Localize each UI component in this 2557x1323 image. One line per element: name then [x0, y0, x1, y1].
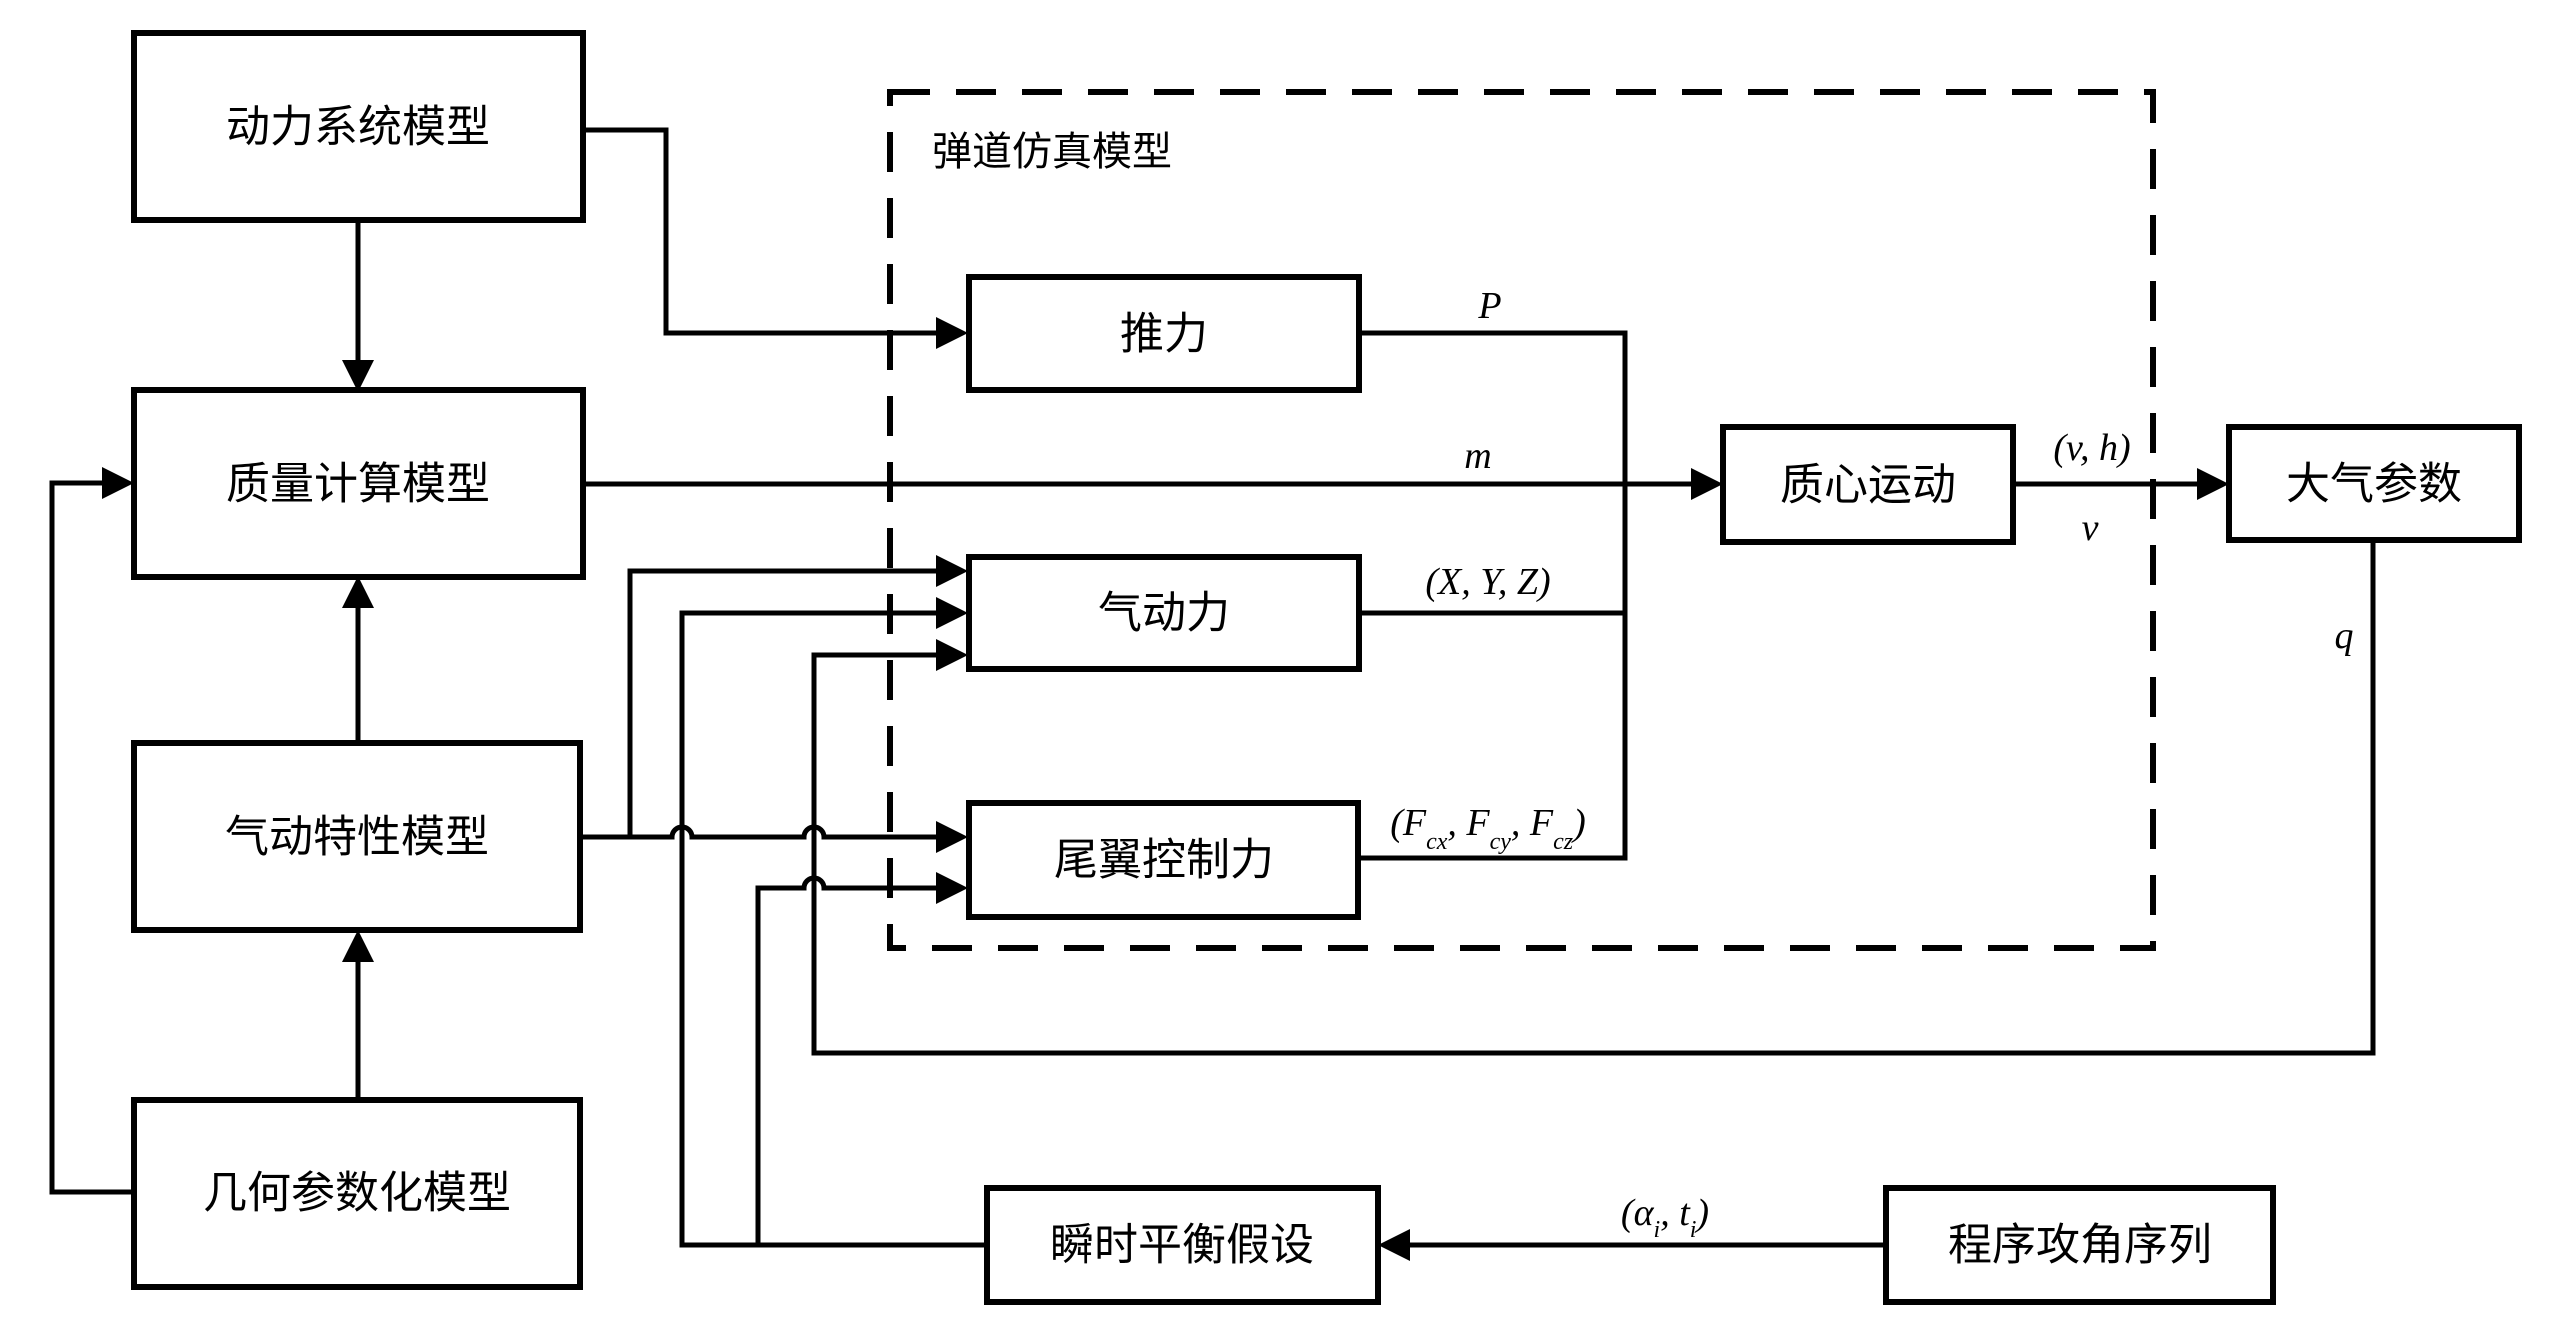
signal-q-label: q [2335, 615, 2354, 657]
arrowhead-icon [936, 639, 968, 671]
edge-aero-char-to-tail [580, 824, 940, 840]
arrowhead-icon [1691, 468, 1723, 500]
box-tail-control[interactable]: 尾翼控制力 [966, 800, 1361, 920]
box-atmosphere[interactable]: 大气参数 [2226, 424, 2522, 543]
box-label: 动力系统模型 [226, 102, 490, 153]
edge-power-to-thrust [583, 127, 940, 336]
ballistic-sim-group-title: 弹道仿真模型 [932, 129, 1172, 175]
arrowhead-icon [342, 360, 374, 392]
box-thrust[interactable]: 推力 [966, 274, 1362, 393]
arrowhead-icon [936, 555, 968, 587]
box-cm-motion[interactable]: 质心运动 [1720, 424, 2016, 545]
box-label: 质量计算模型 [226, 459, 490, 510]
connectors [49, 127, 2376, 1261]
box-label: 大气参数 [2286, 459, 2462, 510]
box-label: 程序攻角序列 [1948, 1220, 2212, 1271]
edge-balance-to-tail [755, 875, 940, 1245]
arrowhead-icon [936, 317, 968, 349]
box-aero-force[interactable]: 气动力 [966, 554, 1362, 672]
box-label: 气动力 [1098, 588, 1230, 639]
arrowhead-icon [102, 467, 134, 499]
box-power-system[interactable]: 动力系统模型 [131, 30, 586, 223]
signal-mass-label: m [1464, 435, 1491, 477]
box-label: 瞬时平衡假设 [1050, 1220, 1314, 1271]
box-label: 质心运动 [1780, 460, 1956, 511]
box-geometry[interactable]: 几何参数化模型 [131, 1097, 583, 1290]
arrowhead-icon [936, 597, 968, 629]
arrowhead-icon [2197, 468, 2229, 500]
arrowhead-icon [936, 821, 968, 853]
signal-alpha-t-label: (αi, ti) [1621, 1192, 1709, 1243]
signal-vh-label: (v, h) [2053, 427, 2130, 469]
box-mass-calc[interactable]: 质量计算模型 [131, 387, 586, 580]
signal-tail-label: (Fcx, Fcy, Fcz) [1390, 802, 1586, 855]
box-instant-balance[interactable]: 瞬时平衡假设 [984, 1185, 1381, 1305]
box-aero-char[interactable]: 气动特性模型 [131, 740, 583, 933]
arrowhead-icon [1378, 1229, 1410, 1261]
arrowhead-icon [342, 930, 374, 962]
edge-thrust-out [1358, 330, 1628, 861]
box-label: 气动特性模型 [225, 812, 489, 863]
edge-balance-to-aero-force [679, 610, 987, 1248]
arrowhead-icon [936, 872, 968, 904]
edge-atmosphere-to-aero-force [811, 540, 2376, 1056]
box-aoa-sequence[interactable]: 程序攻角序列 [1883, 1185, 2276, 1305]
box-label: 推力 [1120, 309, 1208, 360]
signal-v-label: v [2082, 507, 2099, 549]
signal-aero-label: (X, Y, Z) [1425, 561, 1550, 603]
box-label: 几何参数化模型 [203, 1168, 511, 1219]
signal-thrust-label: P [1477, 285, 1501, 327]
edge-geometry-to-mass [49, 480, 134, 1195]
arrowhead-icon [342, 576, 374, 608]
edge-aero-char-to-aero-force [627, 568, 940, 837]
ballistic-sim-group [887, 89, 2156, 951]
box-label: 尾翼控制力 [1054, 835, 1274, 886]
